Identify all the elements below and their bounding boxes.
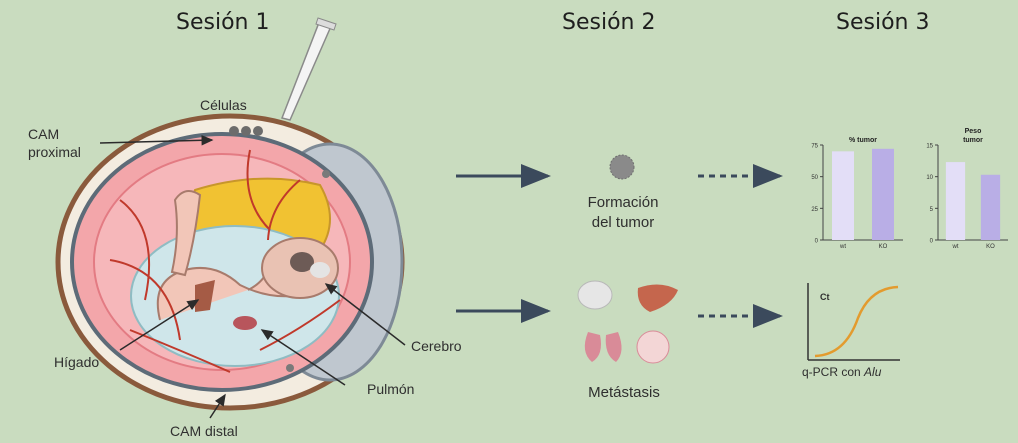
session-3-label: Sesión 3 — [836, 10, 929, 35]
metastatic-cell — [322, 170, 330, 178]
session-2-label: Sesión 2 — [562, 10, 655, 35]
egg-illustration — [58, 18, 405, 418]
qpcr-label: q-PCR con Alu — [802, 365, 881, 379]
tumor-cell — [241, 126, 251, 136]
tumor-percent-chart: 0 25 50 75 wt KO % tumor — [811, 137, 903, 250]
y-tick-label: 5 — [930, 207, 934, 213]
cam-proximal-label-1: CAM — [28, 126, 59, 142]
y-tick-label: 25 — [811, 207, 818, 213]
bar-KO — [981, 175, 1000, 240]
tumor-cell — [253, 126, 263, 136]
tumor-icon — [610, 155, 634, 179]
lung-organ — [233, 316, 257, 330]
category-label: KO — [879, 244, 888, 250]
cam-distal-label: CAM distal — [170, 423, 238, 439]
tumor-weight-chart: 0 5 10 15 wt KO Peso tumor — [926, 128, 1008, 250]
category-label: wt — [952, 244, 959, 250]
metastatic-cell — [286, 364, 294, 372]
liver-icon — [638, 284, 678, 312]
celulas-label: Células — [200, 97, 247, 113]
category-label: KO — [986, 244, 995, 250]
tumor-formation-line-1: Formación — [578, 193, 668, 213]
y-tick-label: 75 — [811, 144, 818, 150]
chart-title: tumor — [963, 137, 983, 144]
cerebro-label: Cerebro — [411, 338, 462, 354]
organ-icons — [578, 281, 678, 363]
y-tick-label: 50 — [811, 175, 818, 181]
qpcr-alu: Alu — [864, 365, 881, 379]
bar-KO — [872, 149, 894, 240]
y-tick-label: 10 — [926, 175, 933, 181]
higado-label: Hígado — [54, 354, 99, 370]
chart-title: Peso — [965, 128, 982, 135]
y-tick-label: 0 — [815, 239, 819, 245]
tumor-cell — [229, 126, 239, 136]
chart-title: % tumor — [849, 137, 877, 144]
tumor-formation-label: Formación del tumor — [578, 193, 668, 233]
brain-icon — [578, 281, 612, 309]
ct-label: Ct — [820, 292, 830, 302]
brain-organ — [310, 262, 330, 278]
metastasis-label: Metástasis — [576, 383, 672, 403]
lung-icon — [585, 332, 622, 362]
cam-proximal-label-2: proximal — [28, 144, 81, 160]
qpcr-prefix: q-PCR con — [802, 365, 864, 379]
bar-wt — [946, 162, 965, 240]
pulmon-label: Pulmón — [367, 381, 414, 397]
category-label: wt — [839, 244, 846, 250]
session-1-label: Sesión 1 — [176, 10, 269, 35]
y-tick-label: 0 — [930, 239, 934, 245]
bone-icon — [637, 331, 669, 363]
bar-wt — [832, 151, 854, 240]
y-tick-label: 15 — [926, 144, 933, 150]
tumor-formation-line-2: del tumor — [578, 213, 668, 233]
pipette-icon — [282, 18, 336, 120]
